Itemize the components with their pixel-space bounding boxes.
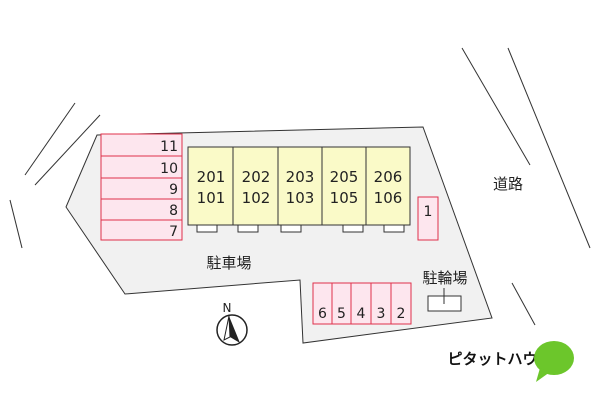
unit-upper-number: 203 [286,168,315,186]
road-line [511,282,536,326]
parking-space-5: 5 [331,282,352,325]
parking-space-6: 6 [312,282,333,325]
parking-number: 9 [169,182,178,198]
unit-entrance [280,224,302,233]
logo-text: ピタットハウス [447,350,552,368]
unit-upper-number: 201 [197,168,226,186]
unit-205-105: 205 105 [330,168,364,233]
unit-201-101: 201 101 [196,168,226,233]
parking-space-7: 7 [100,219,183,241]
unit-206-106: 206 106 [374,168,405,233]
unit-203-103: 203 103 [280,168,315,233]
parking-number: 11 [160,139,178,155]
road-line [34,114,101,186]
road-label: 道路 [493,175,523,193]
road-line [507,47,591,249]
parking-number: 6 [318,306,327,322]
parking-number: 3 [377,306,386,322]
parking-space-10: 10 [100,155,183,179]
unit-lower-number: 106 [374,189,403,207]
parking-number: 7 [169,224,178,240]
compass-north-label: N [223,301,232,315]
parking-bottom-group: 6 5 4 3 2 [312,282,412,325]
unit-upper-number: 202 [242,168,271,186]
speech-bubble-icon [534,341,574,382]
unit-lower-number: 103 [286,189,315,207]
unit-entrance [196,224,218,233]
building: 201 101 202 102 203 103 205 105 206 106 [187,146,411,233]
unit-lower-number: 105 [330,189,359,207]
road-lines [9,47,591,326]
parking-space-3: 3 [370,282,392,325]
unit-entrance [237,224,259,233]
parking-number: 10 [160,161,178,177]
parking-space-4: 4 [350,282,372,325]
parking-left-group: 11 10 9 8 7 [100,133,183,241]
bicycle-parking-label: 駐輪場 [422,269,467,287]
parking-space-8: 8 [100,198,183,221]
unit-entrance [383,224,405,233]
north-compass-icon: N [216,301,248,346]
road-line [24,102,76,176]
unit-lower-number: 101 [197,189,226,207]
parking-space-2: 2 [390,282,412,325]
bicycle-parking: 駐輪場 [422,269,468,312]
unit-entrance [342,224,364,233]
parking-label: 駐車場 [206,254,251,272]
parking-space-1: 1 [417,196,439,241]
parking-number: 1 [424,204,433,220]
parking-number: 5 [337,306,346,322]
pitat-house-logo: ピタットハウス [447,341,574,382]
unit-202-102: 202 102 [237,168,271,233]
parking-space-11: 11 [100,133,183,157]
parking-number: 8 [169,203,178,219]
parking-number: 2 [397,306,406,322]
road-line [461,47,531,166]
building-outline [187,146,411,226]
parking-space-9: 9 [100,177,183,200]
unit-upper-number: 205 [330,168,359,186]
unit-upper-number: 206 [374,168,403,186]
road-line [9,199,23,249]
parking-number: 4 [357,306,366,322]
unit-lower-number: 102 [242,189,271,207]
